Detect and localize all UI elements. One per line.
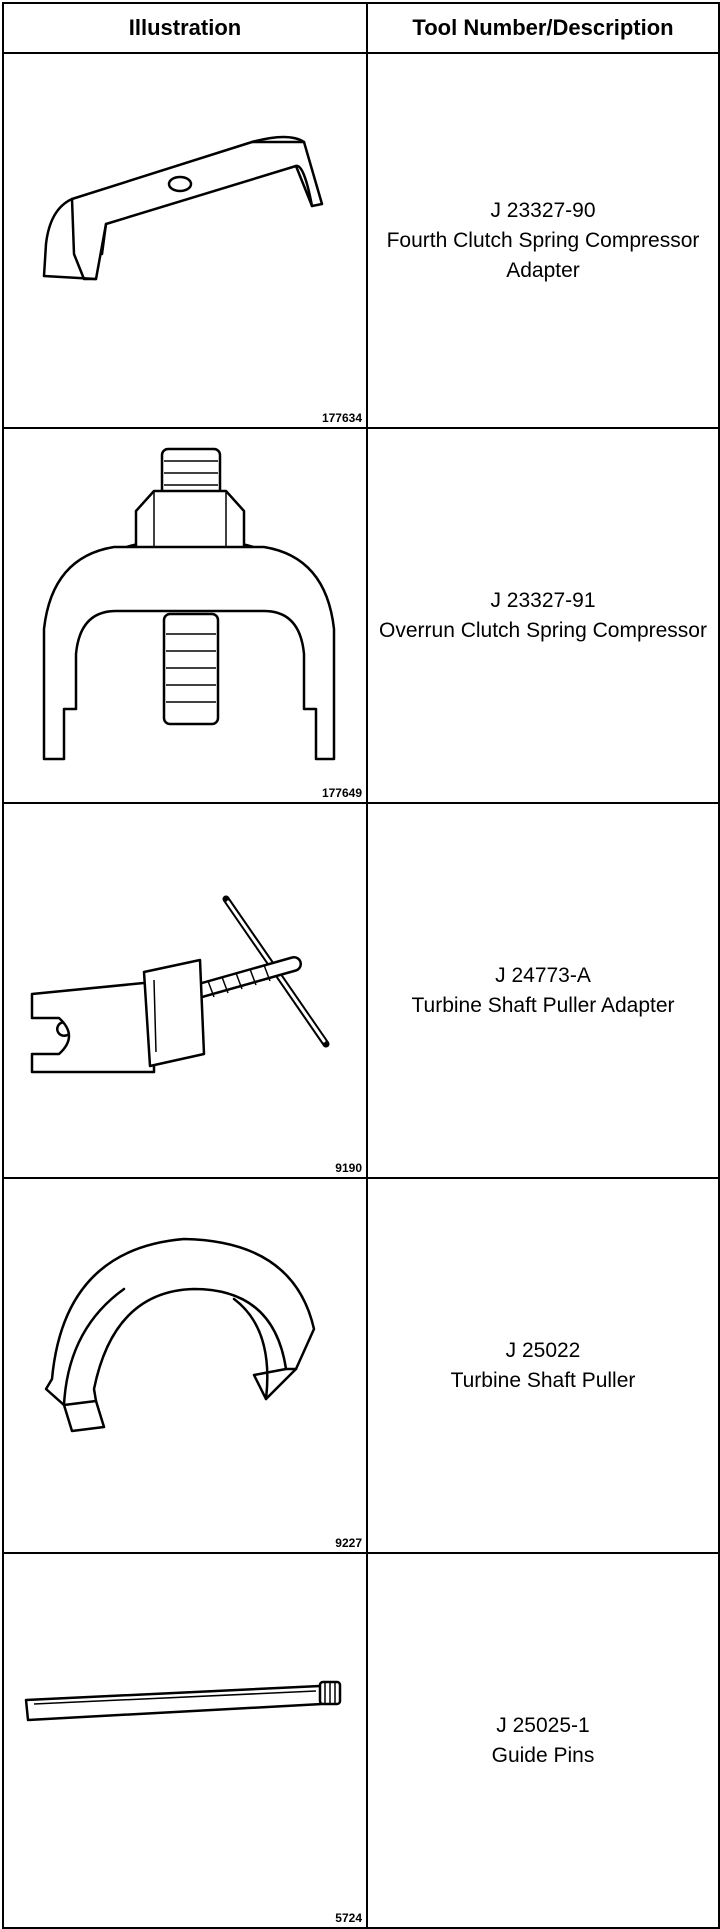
tool-number: J 25025-1 bbox=[496, 1713, 590, 1737]
tool-description-cell: J 25025-1 Guide Pins bbox=[366, 1552, 720, 1929]
figure-number: 177649 bbox=[321, 786, 362, 800]
tool-description: Fourth Clutch Spring Compressor Adapter bbox=[386, 228, 700, 282]
spring-compressor-adapter-icon bbox=[42, 135, 324, 281]
table-row: 177634 J 23327-90 Fourth Clutch Spring C… bbox=[2, 52, 720, 429]
illustration-cell: 9190 bbox=[2, 802, 368, 1179]
illustration-column-header: Illustration bbox=[2, 2, 368, 54]
tool-number: J 23327-90 bbox=[490, 198, 596, 222]
tool-number: J 24773-A bbox=[495, 963, 591, 987]
tool-description-cell: J 25022 Turbine Shaft Puller bbox=[366, 1177, 720, 1554]
horseshoe-puller-icon bbox=[44, 1237, 316, 1433]
tool-description-cell: J 23327-91 Overrun Clutch Spring Compres… bbox=[366, 427, 720, 804]
illustration-cell: 177634 bbox=[2, 52, 368, 429]
illustration-cell: 177649 bbox=[2, 427, 368, 804]
tool-description-cell: J 23327-90 Fourth Clutch Spring Compress… bbox=[366, 52, 720, 429]
tool-description-column-header: Tool Number/Description bbox=[366, 2, 720, 54]
tool-description: Guide Pins bbox=[491, 1743, 595, 1767]
tool-number: J 25022 bbox=[505, 1338, 581, 1362]
spring-compressor-icon bbox=[42, 447, 336, 761]
illustration-cell: 9227 bbox=[2, 1177, 368, 1554]
table-row: 9227 J 25022 Turbine Shaft Puller bbox=[2, 1177, 720, 1554]
table-row: 177649 J 23327-91 Overrun Clutch Spring … bbox=[2, 427, 720, 804]
tool-description: Turbine Shaft Puller bbox=[450, 1368, 636, 1392]
guide-pin-icon bbox=[24, 1680, 342, 1722]
illustration-cell: 5724 bbox=[2, 1552, 368, 1929]
figure-number: 9190 bbox=[335, 1161, 362, 1175]
table-header-row: Illustration Tool Number/Description bbox=[2, 2, 720, 54]
tool-description-cell: J 24773-A Turbine Shaft Puller Adapter bbox=[366, 802, 720, 1179]
figure-number: 5724 bbox=[335, 1911, 362, 1925]
puller-adapter-icon bbox=[30, 895, 330, 1074]
tool-description: Turbine Shaft Puller Adapter bbox=[411, 993, 675, 1017]
tool-number: J 23327-91 bbox=[490, 588, 596, 612]
table-row: 9190 J 24773-A Turbine Shaft Puller Adap… bbox=[2, 802, 720, 1179]
figure-number: 9227 bbox=[335, 1536, 362, 1550]
tool-description: Overrun Clutch Spring Compressor bbox=[379, 618, 707, 642]
figure-number: 177634 bbox=[321, 411, 362, 425]
table-row: 5724 J 25025-1 Guide Pins bbox=[2, 1552, 720, 1929]
